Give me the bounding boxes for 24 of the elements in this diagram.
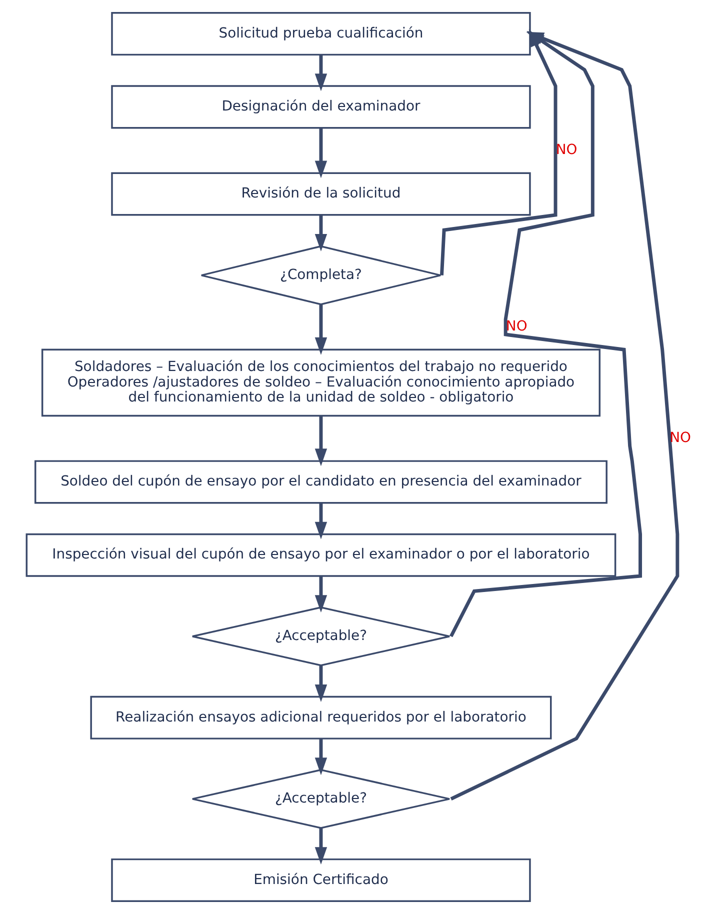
arrow [314, 738, 328, 776]
arrow [314, 55, 328, 92]
arrow [314, 416, 328, 466]
node-diamond: ¿Acceptable? [192, 769, 450, 829]
node-diamond: ¿Completa? [200, 245, 442, 306]
node-box: Inspección visual del cupón de ensayo por el examinador o por el laboratorio [26, 533, 616, 577]
arrow [314, 215, 328, 252]
arrow [314, 304, 328, 355]
arrow [314, 128, 328, 178]
node-box: Soldeo del cupón de ensayo por el candidato en presencia del examinador [34, 460, 608, 504]
edge-label: NO [506, 318, 528, 335]
node-diamond: ¿Acceptable? [192, 606, 450, 666]
node-box: Revisión de la solicitud [111, 172, 531, 216]
node-box: Solicitud prueba cualificación [111, 12, 531, 56]
arrow [314, 503, 328, 540]
node-box: Emisión Certificado [111, 858, 531, 902]
edge-label: NO [556, 142, 578, 158]
arrow [314, 828, 328, 865]
edge-label: NO [670, 430, 692, 446]
node-box: Designación del examinador [111, 85, 531, 129]
node-box: Realización ensayos adicional requeridos por el laboratorio [90, 696, 552, 740]
node-box: Soldadores – Evaluación de los conocimientos del trabajo no requerido Operadores /ajustadores de soldeo – Evaluación conocimiento apropiado del funcionamiento de la unidad de soldeo - obligatorio [41, 348, 600, 417]
arrow [314, 666, 328, 702]
arrow [314, 576, 328, 613]
